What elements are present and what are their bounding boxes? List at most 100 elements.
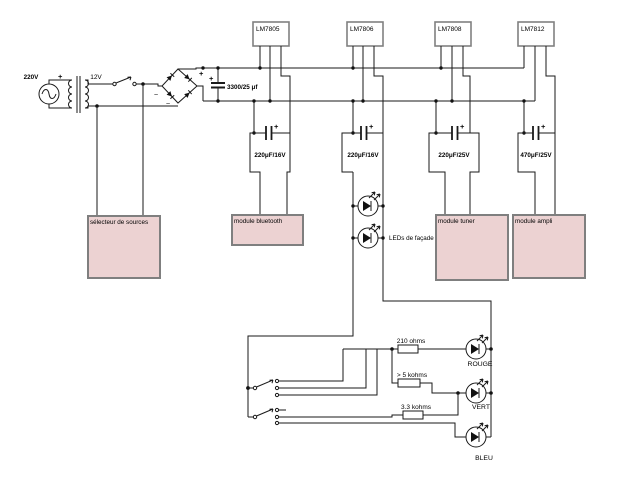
- switch-throw-contact: [274, 378, 280, 384]
- junction-dot: [522, 99, 526, 103]
- transformer-core-icon: [76, 76, 81, 113]
- cap-plates-icon: [360, 126, 368, 140]
- cap-block-outline: [341, 132, 384, 173]
- switch-lever-icon: [115, 76, 132, 84]
- regulator-pins-wire: [259, 46, 291, 133]
- module-selector: sélecteur de sources: [87, 215, 161, 279]
- diode-bar-icon: [187, 77, 193, 83]
- resistor-value-label: 3.3 kohms: [401, 404, 432, 411]
- indicator-section: 210 ohms ROUGE > 5 kohms VERT 3.3 kohms …: [246, 334, 493, 462]
- bleu-led-icon: [465, 422, 489, 448]
- regulator-column-lm7808: LM7808 + 220μF/25V: [428, 21, 480, 215]
- switch-pole-contact: [252, 414, 258, 420]
- junction-dot: [351, 66, 355, 70]
- primary-loop-wire: [48, 79, 72, 109]
- regulator-pins-wire: [440, 46, 471, 133]
- throw-wire-2: [279, 349, 367, 389]
- module-box: [87, 215, 161, 279]
- switch-throw-contact: [132, 81, 137, 87]
- module-box: [231, 214, 304, 246]
- resistor-box: [397, 344, 419, 354]
- cap-plus-label: +: [274, 122, 279, 131]
- switch-lever-icon: [256, 379, 274, 388]
- secondary-bottom-wire: [85, 105, 178, 109]
- module-label: module ampli: [515, 218, 552, 225]
- cap-block-outline: [249, 132, 291, 215]
- cap-block-outline: [428, 132, 480, 215]
- module-ampli: module ampli: [512, 214, 586, 279]
- filter-cap-plus-label: +: [209, 74, 214, 83]
- cap-block-outline: [517, 132, 555, 215]
- secondary-top-wire: [85, 79, 113, 85]
- cap-plates-icon: [532, 126, 540, 140]
- front-led-icon: [357, 223, 381, 249]
- filter-cap-plates-icon: [211, 82, 225, 89]
- regulator-column-lm7812: LM7812 + 470μF/25V: [517, 21, 556, 215]
- regulator-box: [517, 21, 555, 47]
- transformer-secondary-coil-icon: [84, 79, 89, 109]
- cap-plus-label: +: [369, 122, 374, 131]
- switch-throw-contact: [274, 420, 280, 426]
- led-left-rail-wire: [247, 172, 354, 417]
- main-switch: [112, 76, 137, 87]
- throw-wire-3: [279, 349, 378, 396]
- junction-dot: [439, 66, 443, 70]
- switch-pole-contact: [112, 81, 117, 87]
- switch-throw-contact: [274, 414, 280, 420]
- resistor-box: [402, 410, 424, 420]
- junction-dot: [258, 66, 262, 70]
- junction-dot: [216, 99, 220, 103]
- bridge-diamond-icon: [161, 68, 198, 104]
- bridge-plus-output-wire: [178, 67, 203, 70]
- regulator-box: [346, 21, 384, 47]
- junction-dot: [351, 99, 355, 103]
- module-label: sélecteur de sources: [90, 219, 148, 226]
- mains-voltage-label: 220V: [24, 74, 40, 81]
- regulator-pins-wire: [523, 46, 556, 215]
- diode-icon: [166, 91, 172, 97]
- ac-tilde-label: ~: [166, 101, 170, 108]
- cap-plates-icon: [451, 126, 459, 140]
- ac-tilde-label: ~: [154, 92, 158, 99]
- cap-plates-icon: [265, 126, 273, 140]
- regulator-box: [252, 21, 290, 47]
- front-leds-label: LEDs de façade: [389, 235, 434, 242]
- vert-label: VERT: [472, 404, 490, 411]
- bridge-minus-output-wire: [197, 85, 204, 101]
- vert-led-icon: [465, 378, 489, 404]
- resistor-value-label: 210 ohms: [397, 338, 426, 345]
- regulator-label: LM7812: [521, 26, 545, 33]
- regulator-label: LM7806: [350, 26, 374, 33]
- throw-wire-5: [279, 422, 466, 438]
- diode-bar-icon: [170, 94, 175, 100]
- diode-icon: [184, 92, 190, 98]
- regulator-box: [434, 21, 472, 47]
- regulator-label: LM7808: [438, 26, 462, 33]
- module-box: [435, 214, 509, 281]
- junction-dot: [434, 99, 438, 103]
- module-label: module bluetooth: [234, 218, 283, 225]
- junction-dot: [489, 347, 493, 351]
- junction-dot: [450, 99, 454, 103]
- dc-bus-section: + 3300/25 μf: [201, 66, 535, 103]
- junction-dot: [201, 66, 205, 70]
- primary-plus-label: +: [58, 72, 63, 81]
- switch-pole-contact: [252, 385, 258, 391]
- switch-to-bridge-wire: [136, 83, 162, 87]
- resistor-out-wire: [423, 393, 459, 416]
- cap-value-label: 220μF/16V: [347, 152, 379, 159]
- module-tuner: module tuner: [435, 214, 509, 281]
- throw-wire-1: [279, 349, 344, 382]
- junction-dot: [351, 236, 355, 240]
- cap-value-label: 220μF/16V: [254, 152, 286, 159]
- junction-dot: [381, 204, 385, 208]
- switch-lever-icon: [256, 408, 274, 417]
- resistor-value-label: > 5 kohms: [397, 372, 428, 379]
- junction-dot: [351, 204, 355, 208]
- front-led-icon: [357, 191, 381, 217]
- junction-dot: [381, 236, 385, 240]
- junction-dot: [489, 391, 493, 395]
- diode-icon: [184, 74, 190, 80]
